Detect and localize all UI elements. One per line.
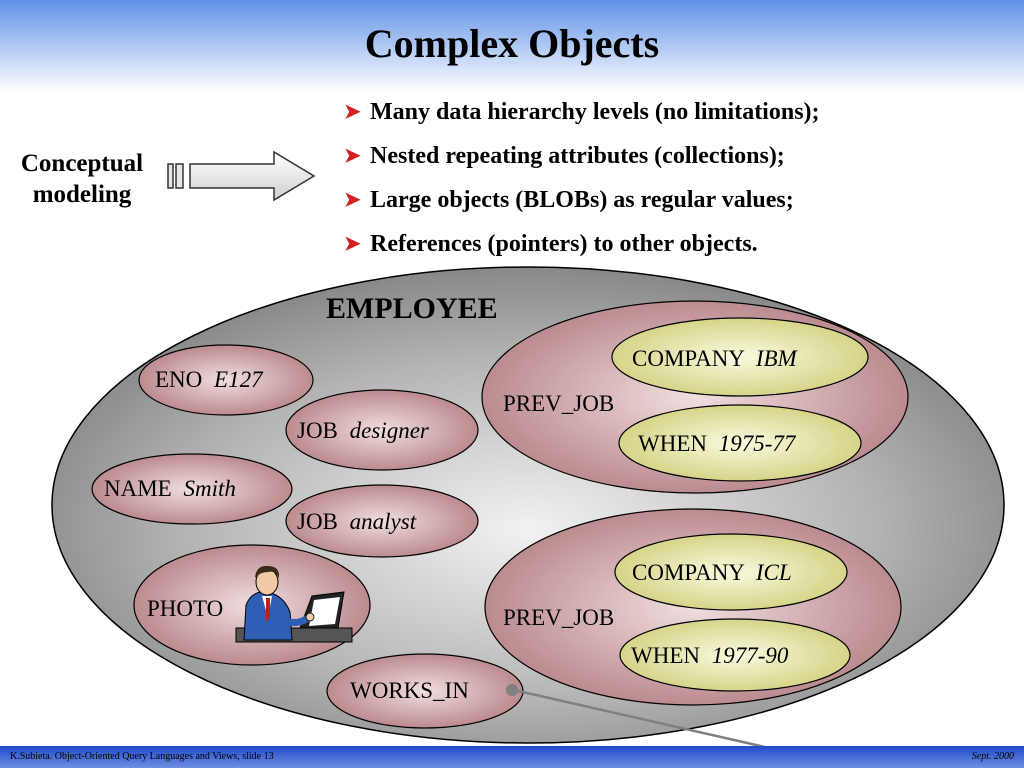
prev-job-1-node: PREV_JOB (503, 391, 615, 416)
job-designer-node: JOB designer (297, 418, 429, 443)
arrow-bullet-icon: ➤ (344, 101, 361, 123)
arrow-bullet-icon: ➤ (344, 189, 361, 211)
name-ellipse (91, 453, 293, 525)
person-at-computer-icon (235, 565, 353, 643)
concept-line-1: Conceptual (20, 150, 144, 177)
job-designer-ellipse (285, 389, 479, 471)
photo-node: PHOTO (147, 596, 224, 621)
company-ibm-node: COMPANY IBM (632, 346, 797, 371)
bullet-item: ➤Many data hierarchy levels (no limitati… (344, 90, 820, 134)
slide-title: Complex Objects (364, 21, 660, 66)
when-1975-ellipse (618, 404, 862, 482)
bullet-item: ➤Large objects (BLOBs) as regular values… (344, 178, 820, 222)
when-1975-node: WHEN 1975-77 (638, 431, 796, 456)
title-band (0, 0, 1024, 92)
company-icl-ellipse (614, 533, 848, 611)
eno-node: ENO E127 (155, 367, 263, 392)
job-analyst-node: JOB analyst (297, 509, 417, 534)
footer-date: Sept. 2000 (971, 751, 1014, 762)
arrow-bullet-icon: ➤ (344, 145, 361, 167)
footer-citation: K.Subieta. Object-Oriented Query Languag… (10, 751, 274, 762)
prev-job-2-node: PREV_JOB (503, 605, 615, 630)
footer-bar: K.Subieta. Object-Oriented Query Languag… (0, 746, 1024, 768)
concept-line-2: modeling (32, 181, 132, 208)
company-ibm-ellipse (611, 317, 869, 397)
eno-ellipse (138, 344, 314, 416)
bullet-item: ➤References (pointers) to other objects. (344, 222, 820, 266)
conceptual-modeling-label: Conceptual modeling (8, 148, 156, 210)
employee-label: EMPLOYEE (326, 292, 498, 325)
bullet-list: ➤Many data hierarchy levels (no limitati… (344, 90, 820, 266)
right-arrow-icon (167, 150, 316, 202)
when-1977-ellipse (619, 618, 851, 692)
pointer-line (513, 688, 801, 757)
company-icl-node: COMPANY ICL (632, 560, 792, 585)
bullet-item: ➤Nested repeating attributes (collection… (344, 134, 820, 178)
pointer-origin-dot (506, 684, 518, 696)
arrow-bullet-icon: ➤ (344, 233, 361, 255)
works-in-node: WORKS_IN (350, 678, 469, 703)
job-analyst-ellipse (285, 484, 479, 558)
when-1977-node: WHEN 1977-90 (631, 643, 789, 668)
name-node: NAME Smith (104, 476, 236, 501)
